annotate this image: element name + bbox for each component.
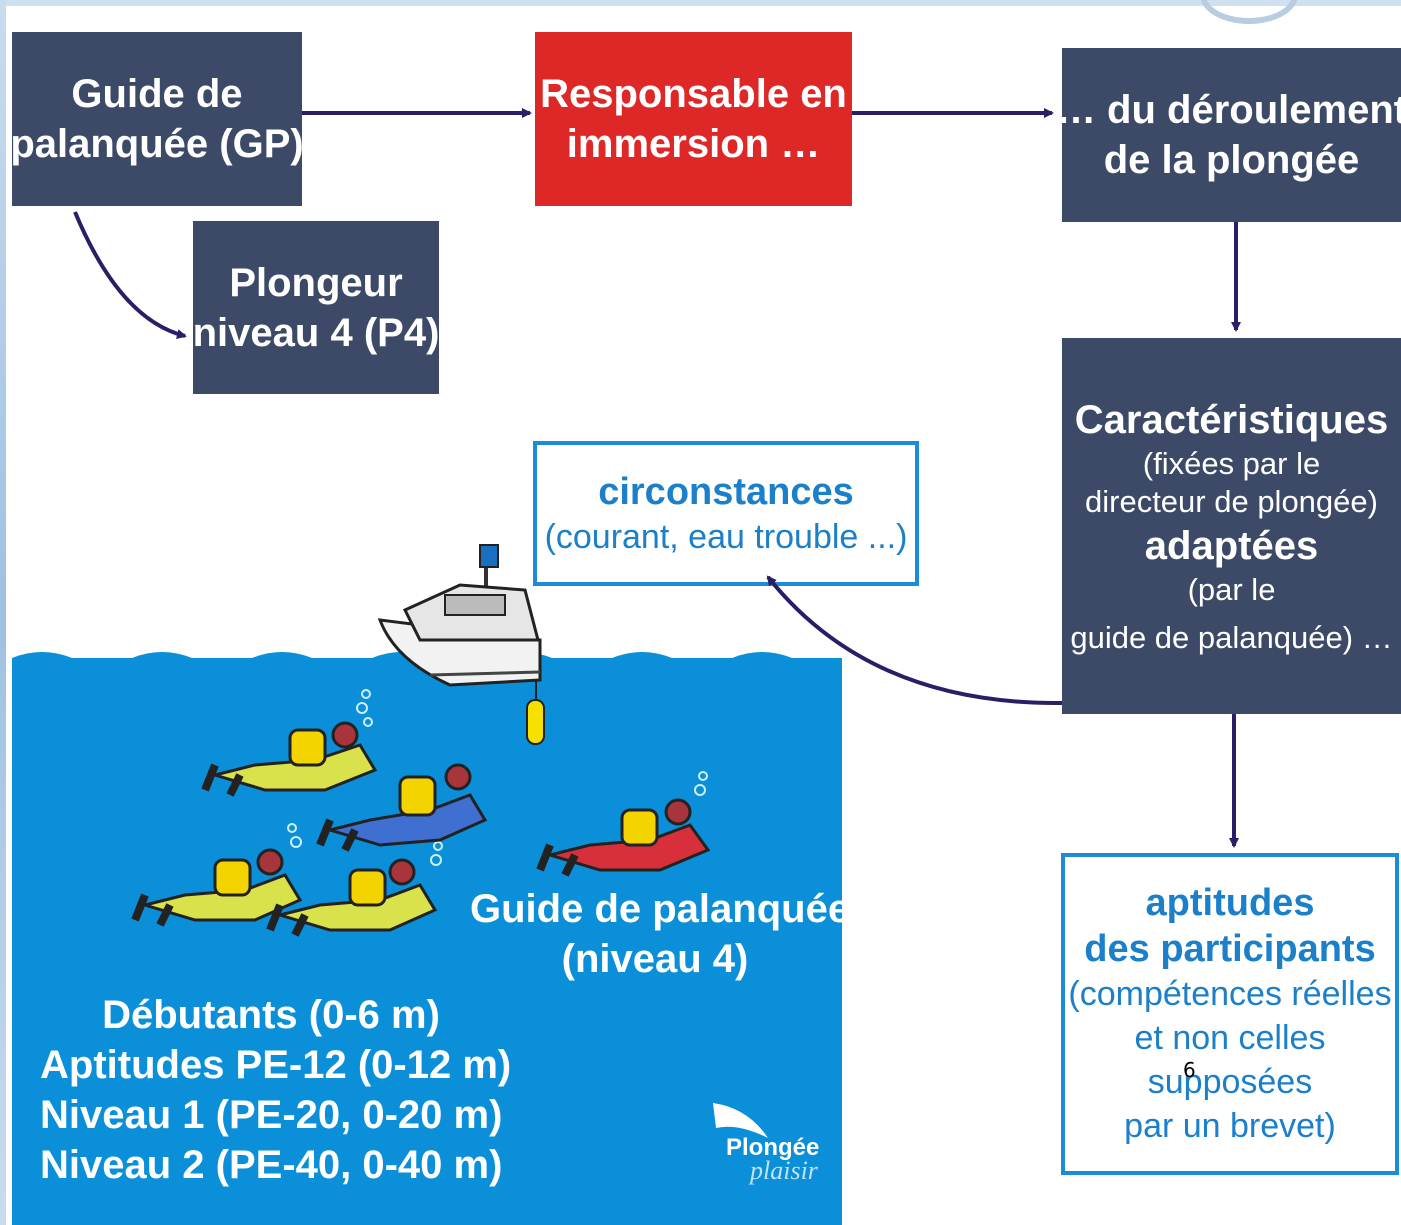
node-responsable-line-1: Responsable en	[540, 72, 847, 116]
level-item: Débutants (0-6 m)	[102, 993, 440, 1037]
level-item: Aptitudes PE-12 (0-12 m)	[40, 1043, 512, 1087]
node-aptitudes-des-participants: aptitudes des participants (compétences …	[1061, 853, 1399, 1175]
logo-main-text: Plongée	[726, 1134, 820, 1161]
node-deroulement-line-1: … du déroulement	[1055, 88, 1401, 132]
caracteristiques-title: Caractéristiques	[1074, 398, 1389, 442]
node-guide-line-1: Guide de	[71, 72, 243, 116]
aptitudes-title-line-2: des participants	[1084, 928, 1376, 970]
node-deroulement-line-2: de la plongée	[1103, 138, 1360, 182]
dolphin-icon	[713, 1103, 768, 1138]
circonstances-title: circonstances	[598, 470, 854, 513]
sea-wave-edge	[12, 652, 842, 670]
corner-ring-decoration	[1200, 0, 1298, 24]
node-plongeur-line-1: Plongeur	[229, 260, 403, 305]
circonstances-detail: (courant, eau trouble ...)	[544, 517, 908, 556]
node-plongeur-line-2: niveau 4 (P4)	[192, 310, 440, 355]
node-circonstances: circonstances (courant, eau trouble ...)	[533, 441, 919, 586]
guide-label-line-2: (niveau 4)	[561, 937, 749, 981]
node-caracteristiques: Caractéristiques (fixées par le directeu…	[1062, 338, 1401, 714]
aptitudes-detail-line-1: (compétences réelles	[1068, 975, 1392, 1013]
plongee-plaisir-logo: Plongée plaisir	[708, 1098, 838, 1193]
aptitudes-detail-line-2: et non celles	[1134, 1019, 1326, 1057]
node-guide-line-2: palanquée (GP)	[10, 122, 304, 166]
node-guide-de-palanquee: Guide de palanquée (GP)	[10, 32, 304, 206]
level-item: Niveau 1 (PE-20, 0-20 m)	[40, 1093, 503, 1137]
aptitudes-title-line-1: aptitudes	[1145, 882, 1315, 924]
node-responsable-en-immersion: Responsable en immersion …	[535, 32, 852, 206]
logo-sub-text: plaisir	[750, 1156, 818, 1185]
caracteristiques-by-line-1: (par le	[1187, 572, 1276, 607]
levels-list: Débutants (0-6 m) Aptitudes PE-12 (0-12 …	[40, 990, 512, 1190]
node-responsable-line-2: immersion …	[566, 122, 821, 166]
slide-left-border	[0, 0, 6, 1225]
guide-label-line-1: Guide de palanquée	[470, 887, 851, 931]
aptitudes-detail-line-4: par un brevet)	[1124, 1107, 1336, 1145]
page-number: 6	[1183, 1058, 1196, 1082]
level-item: Niveau 2 (PE-40, 0-40 m)	[40, 1143, 503, 1187]
sea-background	[12, 658, 842, 1225]
arrow-gp-to-p4	[73, 211, 187, 339]
caracteristiques-adaptees: adaptées	[1144, 524, 1319, 568]
slide-top-border	[0, 0, 1401, 6]
node-deroulement: … du déroulement de la plongée	[1056, 48, 1401, 222]
node-plongeur-niveau-4: Plongeur niveau 4 (P4)	[193, 221, 439, 394]
guide-label: Guide de palanquée (niveau 4)	[470, 884, 851, 984]
aptitudes-detail-line-3: supposées	[1147, 1063, 1313, 1101]
caracteristiques-fixed-line-1: (fixées par le	[1142, 446, 1321, 481]
caracteristiques-by-line-2: guide de palanquée) …	[1070, 620, 1393, 655]
caracteristiques-fixed-line-2: directeur de plongée)	[1085, 484, 1378, 519]
